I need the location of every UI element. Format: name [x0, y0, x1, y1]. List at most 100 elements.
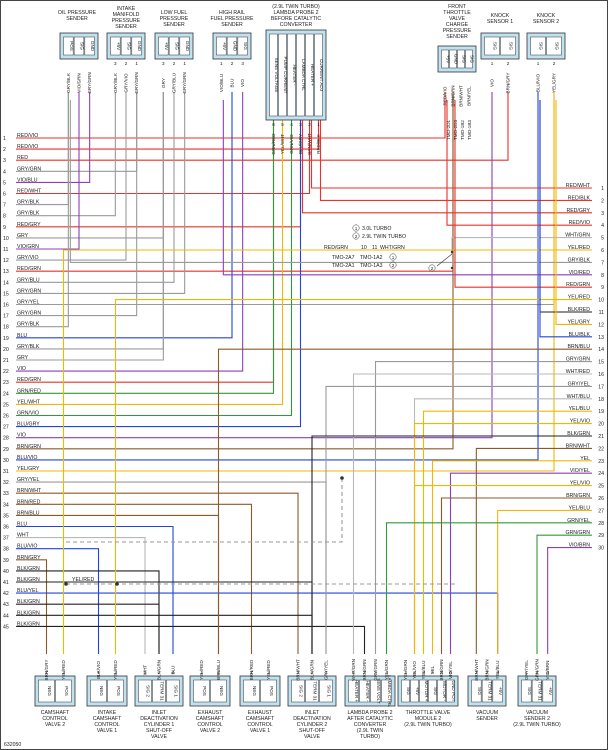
top-pin-number: 3 [162, 61, 165, 66]
bottom-pin-number: 1 [45, 670, 48, 675]
left-wire-path [16, 92, 539, 461]
splice-mark-2-circle [389, 261, 397, 269]
top-wire-label: VIO [490, 79, 495, 87]
top-pin-number: 2 [507, 61, 510, 66]
bottom-wire-label: BRN/GRY [44, 660, 49, 681]
left-wire-label: VIO/GRN [17, 244, 39, 250]
bottom-pin-cell [193, 679, 210, 703]
top-pin-cell [73, 36, 85, 56]
bottom-wire-label: YEL/BLU [421, 661, 426, 680]
top-pin-cell [314, 33, 323, 117]
left-wire-num: 19 [3, 336, 9, 342]
right-wire-label: WHT/BLU [567, 394, 591, 400]
top-pin-label: +5V [116, 42, 121, 51]
bottom-pin-label: TERM 31 [160, 681, 165, 701]
bottom-pin-label: LAMBDA CTRL [387, 675, 392, 707]
left-wire-label: BLU/YEL [17, 588, 38, 594]
left-wire-label: YEL/WHT [17, 399, 41, 405]
bottom-pin-cell [481, 679, 493, 703]
top-component-label: SENSOR 1 [487, 19, 513, 25]
bottom-wire-label: VIO/YEL [448, 661, 453, 679]
bottom-component-label: (2.9L TWIN TURBO) [513, 722, 561, 728]
bottom-pin-cell [152, 679, 166, 703]
splice-tmo-right-1: TMO-1A2 [360, 255, 383, 261]
right-wire-path [217, 348, 592, 654]
top-pin-label: GND [233, 41, 238, 52]
bottom-wire-label: BLK/VIO [96, 661, 101, 679]
left-wire-label: RED/WHT [17, 189, 42, 195]
bottom-pin-label: SIG [527, 687, 532, 695]
top-component-label: PRESSURE [112, 18, 141, 24]
bottom-component-label: VACUUM [526, 710, 548, 716]
left-wire-num: 45 [3, 624, 9, 630]
right-wire-label: YEL/BLU [569, 406, 591, 412]
top-pin-label: SIG [509, 42, 514, 50]
bottom-pin-cell [305, 679, 319, 703]
left-wire-num: 32 [3, 480, 9, 486]
right-wire-label: BRN/WHT [566, 443, 591, 449]
blk-grn-dashed-bus [66, 478, 343, 543]
top-pin-label: +5V [222, 42, 227, 51]
top-pin-cell [179, 36, 190, 56]
bottom-component-label: INLET [305, 710, 321, 716]
left-wire-path [16, 92, 91, 183]
bottom-component-label: SHUT-OFF [146, 728, 172, 734]
bottom-wire-label: BLK/GRN [310, 660, 315, 680]
left-wire-num: 37 [3, 536, 9, 542]
top-components: OIL PRESSURESENDERPOSGRY/BLKSIGVIO/GRNGN… [58, 4, 566, 155]
left-wire-path [16, 92, 186, 294]
switch-contact-bottom [450, 266, 454, 270]
bottom-component-label: CONTROL [94, 722, 119, 728]
right-wire-label: BLK/RED [568, 307, 590, 313]
left-wire-num: 5 [3, 180, 6, 186]
bottom-component-label: AFTER CATALYTIC [347, 716, 393, 722]
bottom-pin-number: 1 [475, 670, 478, 675]
bottom-component-label: INTAKE [98, 710, 117, 716]
bottom-pin-number: 1 [144, 670, 147, 675]
left-wire-label: BLK/GRN [17, 577, 40, 583]
bottom-pin-label: POS [64, 686, 69, 696]
bottom-wire-label: YEL/RED [266, 659, 271, 679]
left-wire-label: RED/VIO [17, 133, 38, 139]
left-wire-label: WHT [17, 533, 30, 539]
left-wire-num: 6 [3, 192, 6, 198]
top-pin-cell [158, 36, 169, 56]
top-component-label: MANIFOLD [113, 12, 140, 18]
left-wire-num: 24 [3, 391, 9, 397]
left-wire-num: 38 [3, 547, 9, 553]
top-pin-label: HEATER - [292, 64, 297, 86]
right-wire-label: YEL/RED [568, 245, 590, 251]
top-pin-number: 4 [290, 122, 293, 127]
bottom-component-label: VALVE [304, 734, 320, 740]
right-wire-path [385, 522, 592, 654]
top-pin-cell [269, 33, 278, 117]
bottom-wire-label: YEL/RED [113, 659, 118, 679]
bottom-pin-cell [348, 679, 359, 703]
right-wire-num: 1 [601, 186, 604, 192]
left-wire-num: 41 [3, 580, 9, 586]
bottom-wire-label: BRN/GRN [485, 659, 490, 680]
top-component-label: SENSOR 2 [533, 19, 559, 25]
left-wire-path [16, 92, 80, 250]
left-wire-path [16, 92, 69, 328]
top-component-label: KNOCK [537, 13, 556, 19]
left-wire-label: BRN/GRY [17, 555, 41, 561]
top-pin-label: +5V [446, 55, 451, 64]
top-pin-cell [296, 33, 305, 117]
top-pin-number: 2 [231, 61, 234, 66]
bottom-pin-cell [428, 679, 437, 703]
left-wire-path [16, 503, 253, 654]
splice-dot-1 [64, 582, 68, 586]
left-wire-path [16, 92, 284, 405]
right-wire-num: 4 [601, 223, 604, 229]
right-wire-num: 15 [598, 360, 604, 366]
top-pin-label: SIG [493, 42, 498, 50]
bottom-wire-label: WHT [143, 665, 148, 676]
top-component-label: SENDER [221, 22, 243, 28]
bottom-wire-label: BRN/BLU [216, 660, 221, 680]
bottom-pin-label: +5V [498, 687, 503, 696]
top-wire-label: BLU/GRY [298, 134, 303, 154]
right-wire-label: VIO/BRN [569, 543, 591, 549]
left-wire-path [16, 92, 233, 339]
bottom-pin-label: SIG 2 [146, 685, 151, 697]
